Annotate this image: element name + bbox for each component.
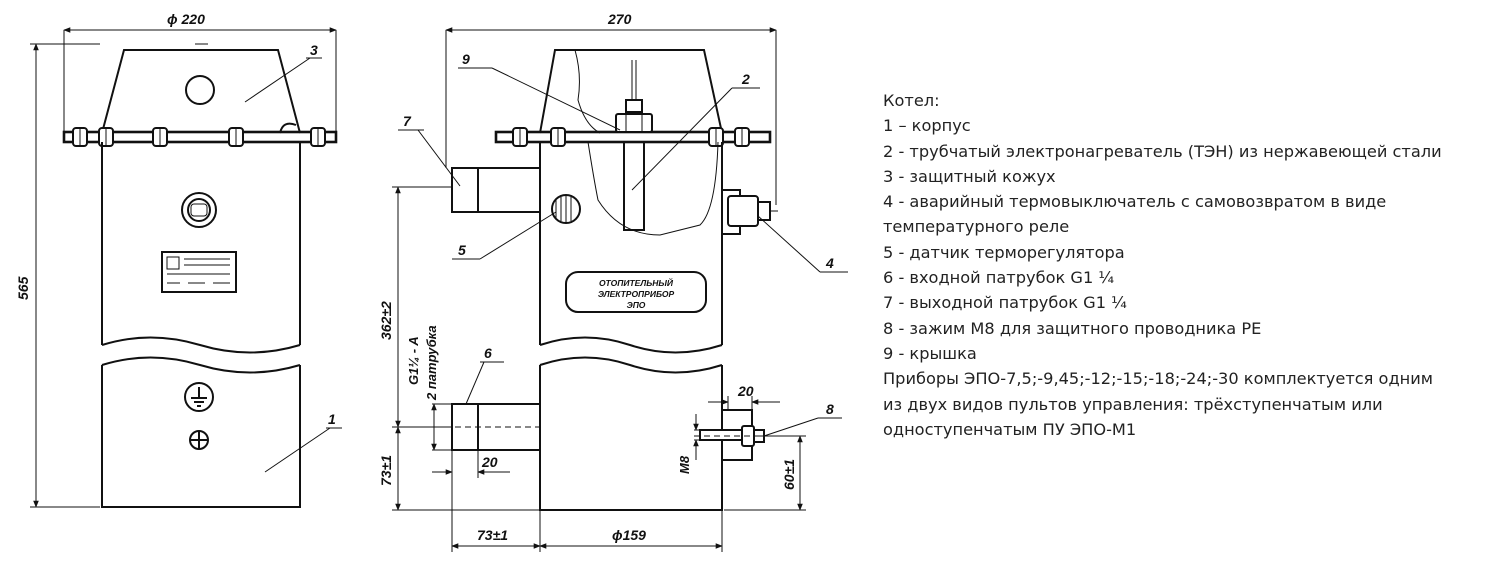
dim-clamp-height: 60±1 <box>781 459 797 490</box>
legend-item-9: 9 - крышка <box>883 343 977 363</box>
callout-2: 2 <box>741 71 750 87</box>
dim-width-bottom-left: 73±1 <box>477 527 508 543</box>
legend-item-2: 2 - трубчатый электронагреватель (ТЭН) и… <box>883 141 1442 161</box>
dim-height-total: 565 <box>15 276 31 300</box>
callout-5: 5 <box>458 242 466 258</box>
legend-note-1: Приборы ЭПО-7,5;-9,45;-12;-15;-18;-24;-3… <box>883 369 1433 389</box>
callout-4: 4 <box>825 255 834 271</box>
dim-clamp-thread: M8 <box>677 455 692 474</box>
callout-1: 1 <box>328 411 336 427</box>
cable-gland-icon <box>181 192 217 228</box>
legend-item-7: 7 - выходной патрубок G1 ¼ <box>883 293 1127 313</box>
thread-note: 2 патрубка <box>424 325 439 401</box>
dim-width-top: 270 <box>607 11 632 27</box>
callout-6: 6 <box>484 345 492 361</box>
dim-diameter-bottom: ϕ159 <box>612 527 646 543</box>
callout-3: 3 <box>310 42 318 58</box>
legend-note-2: из двух видов пультов управления: трёхст… <box>883 394 1383 414</box>
dim-height-outlet: 362±2 <box>378 301 394 340</box>
technical-drawing: ϕ 220 565 3 1 <box>15 11 848 552</box>
nameplate <box>161 251 237 293</box>
side-view: ОТОПИТЕЛЬНЫЙ ЭЛЕКТРОПРИБОР ЭПО 270 362±2… <box>378 11 848 552</box>
ground-icon <box>184 382 214 412</box>
device-label <box>565 271 707 313</box>
legend-item-4: 4 - аварийный термовыключатель с самовоз… <box>883 192 1387 212</box>
thread-spec: G1¼ - A <box>406 336 421 385</box>
dim-diameter-top: ϕ 220 <box>167 11 205 27</box>
side-flange-bolts <box>512 127 750 147</box>
device-label-line-3: ЭПО <box>627 300 646 310</box>
callout-8: 8 <box>826 401 834 417</box>
legend-item-3: 3 - защитный кожух <box>883 166 1056 186</box>
legend-item-5: 5 - датчик терморегулятора <box>883 242 1125 262</box>
legend-item-4-cont: температурного реле <box>883 217 1070 237</box>
legend-item-1: 1 – корпус <box>883 116 971 136</box>
legend-item-8: 8 - зажим M8 для защитного проводника PE <box>883 318 1262 338</box>
device-label-line-1: ОТОПИТЕЛЬНЫЙ <box>599 277 674 288</box>
legend-note-3: одноступенчатым ПУ ЭПО-М1 <box>883 419 1137 439</box>
legend-item-6: 6 - входной патрубок G1 ¼ <box>883 268 1115 288</box>
legend-title: Котел: <box>883 91 940 110</box>
callout-9: 9 <box>462 51 470 67</box>
callout-7: 7 <box>403 113 412 129</box>
device-label-line-2: ЭЛЕКТРОПРИБОР <box>598 289 675 299</box>
legend: Котел: 1 – корпус 2 - трубчатый электрон… <box>883 88 1483 442</box>
dim-height-inlet: 73±1 <box>378 455 394 486</box>
dim-clamp-length: 20 <box>737 383 754 399</box>
terminal-icon <box>189 430 209 450</box>
sensor-icon <box>551 194 581 224</box>
front-view: ϕ 220 565 3 1 <box>15 11 342 508</box>
flange-bolts <box>72 127 326 147</box>
cover-hole <box>185 75 215 105</box>
dim-inlet-length: 20 <box>481 454 498 470</box>
